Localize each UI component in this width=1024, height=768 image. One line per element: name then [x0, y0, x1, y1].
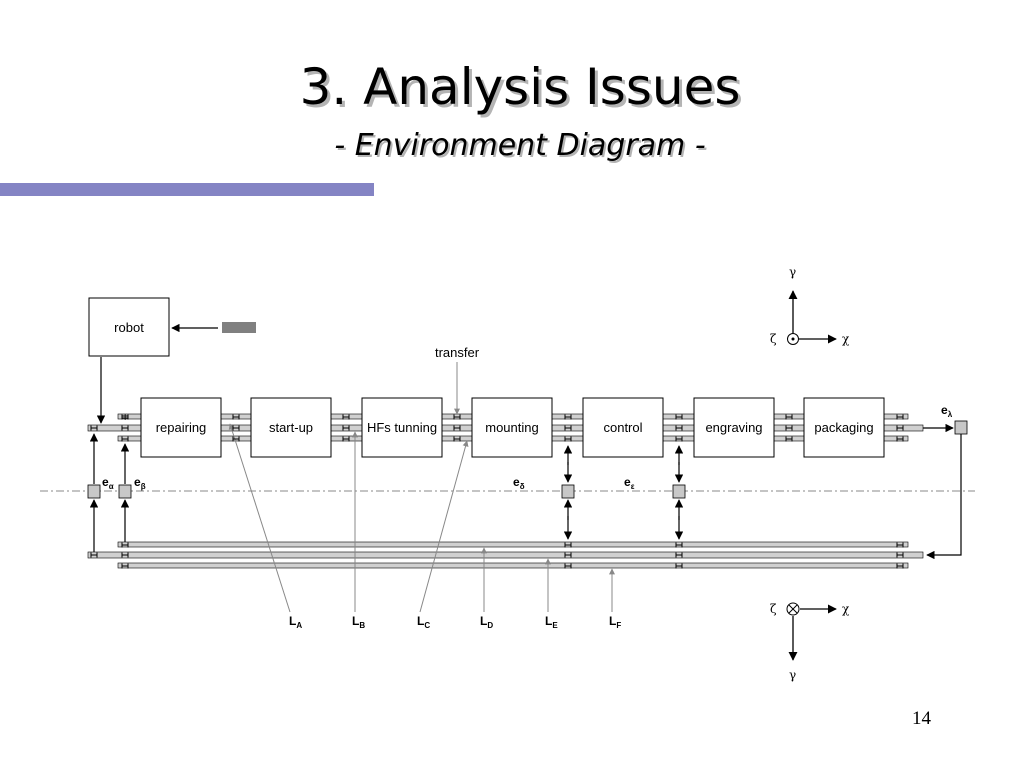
station-label: mounting: [485, 420, 538, 435]
station-repairing: repairing: [140, 397, 222, 458]
axis-top-chi: χ: [842, 332, 850, 346]
sensor-label-beta: eβ: [134, 475, 146, 491]
line-label-d: LD: [480, 614, 493, 630]
sensor-label-alpha: eα: [102, 475, 114, 491]
station-label: repairing: [156, 420, 207, 435]
sensor-e-lambda: [954, 420, 968, 435]
rail-clamp-icon: [675, 552, 683, 558]
rail-clamp-icon: [896, 563, 904, 569]
rail-clamp-icon: [896, 436, 904, 442]
station-label: engraving: [705, 420, 762, 435]
transfer-label: transfer: [435, 345, 480, 360]
rail-clamp-icon: [564, 552, 572, 558]
rail-clamp-icon: [564, 425, 572, 431]
rail-clamp-icon: [896, 552, 904, 558]
rail-clamp-icon: [453, 414, 461, 420]
rail-clamp-icon: [453, 436, 461, 442]
rail-clamp-icon: [675, 436, 683, 442]
rail-clamp-icon: [121, 542, 129, 548]
rail-clamp-icon: [675, 425, 683, 431]
rail-clamp-icon: [232, 436, 240, 442]
accent-bar: [0, 183, 374, 196]
rail-clamp-icon: [121, 436, 129, 442]
station-control: control: [582, 397, 664, 458]
rail-clamp-icon: [90, 552, 98, 558]
page-number: 14: [912, 708, 931, 729]
line-label-e: LE: [545, 614, 558, 630]
rail-clamp-icon: [453, 425, 461, 431]
station-hfs-tunning: HFs tunning: [361, 397, 443, 458]
rail-clamp-icon: [896, 425, 904, 431]
rail-clamp-icon: [896, 542, 904, 548]
sensor-label-lambda: eλ: [941, 403, 953, 419]
rail-clamp-icon: [121, 563, 129, 569]
rail-clamp-icon: [785, 414, 793, 420]
sensor-e-alpha: [87, 484, 101, 499]
station-engraving: engraving: [693, 397, 775, 458]
station-packaging: packaging: [803, 397, 885, 458]
rail-clamp-icon: [232, 425, 240, 431]
line-label-a: LA: [289, 614, 302, 630]
station-label: HFs tunning: [367, 420, 437, 435]
slide-subtitle: - Environment Diagram -: [334, 128, 706, 163]
axis-top-gamma: γ: [789, 265, 796, 279]
station-label: packaging: [814, 420, 873, 435]
station-start-up: start-up: [250, 397, 332, 458]
line-pointers: [228, 423, 615, 613]
rail-clamp-icon: [675, 563, 683, 569]
axis-bottom-zeta: ζ: [770, 602, 777, 616]
robot-label: robot: [114, 320, 144, 335]
rail-clamp-icon: [342, 436, 350, 442]
rail-clamp-icon: [90, 425, 98, 431]
rail-clamp-icon: [675, 542, 683, 548]
rail-clamp-icon: [896, 414, 904, 420]
line-label-b: LB: [352, 614, 365, 630]
rail-clamp-icon: [675, 414, 683, 420]
axis-bottom-chi: χ: [842, 602, 850, 616]
rail-clamp-icon: [564, 542, 572, 548]
sensor-e-epsilon: [672, 484, 686, 499]
rail-clamp-icon: [121, 414, 129, 420]
slide-title: 3. Analysis Issues: [299, 58, 741, 116]
axis-bottom-gamma: γ: [789, 668, 796, 682]
rail-clamp-icon: [564, 414, 572, 420]
sensor-label-epsilon: eε: [624, 475, 635, 491]
station-label: control: [603, 420, 642, 435]
robot-input-block: [222, 322, 256, 333]
axes-top: γ ζ χ: [770, 265, 850, 346]
rail-clamp-icon: [564, 563, 572, 569]
axes-bottom: ζ χ γ: [770, 602, 850, 682]
rail-clamp-icon: [564, 436, 572, 442]
station-label: start-up: [269, 420, 313, 435]
rail-clamp-icon: [785, 425, 793, 431]
station-mounting: mounting: [471, 397, 553, 458]
lower-conveyor: [87, 541, 924, 569]
sensor-e-delta: [561, 484, 575, 499]
rail-clamp-icon: [121, 552, 129, 558]
rail-clamp-icon: [342, 414, 350, 420]
sensor-e-beta: [118, 484, 132, 499]
rail-clamp-icon: [785, 436, 793, 442]
line-label-f: LF: [609, 614, 621, 630]
robot-node: robot: [88, 297, 170, 357]
rail-clamp-icon: [342, 425, 350, 431]
rail-clamp-icon: [121, 425, 129, 431]
axis-top-zeta: ζ: [770, 332, 777, 346]
rail-clamp-icon: [232, 414, 240, 420]
line-label-c: LC: [417, 614, 430, 630]
sensor-label-delta: eδ: [513, 475, 525, 491]
